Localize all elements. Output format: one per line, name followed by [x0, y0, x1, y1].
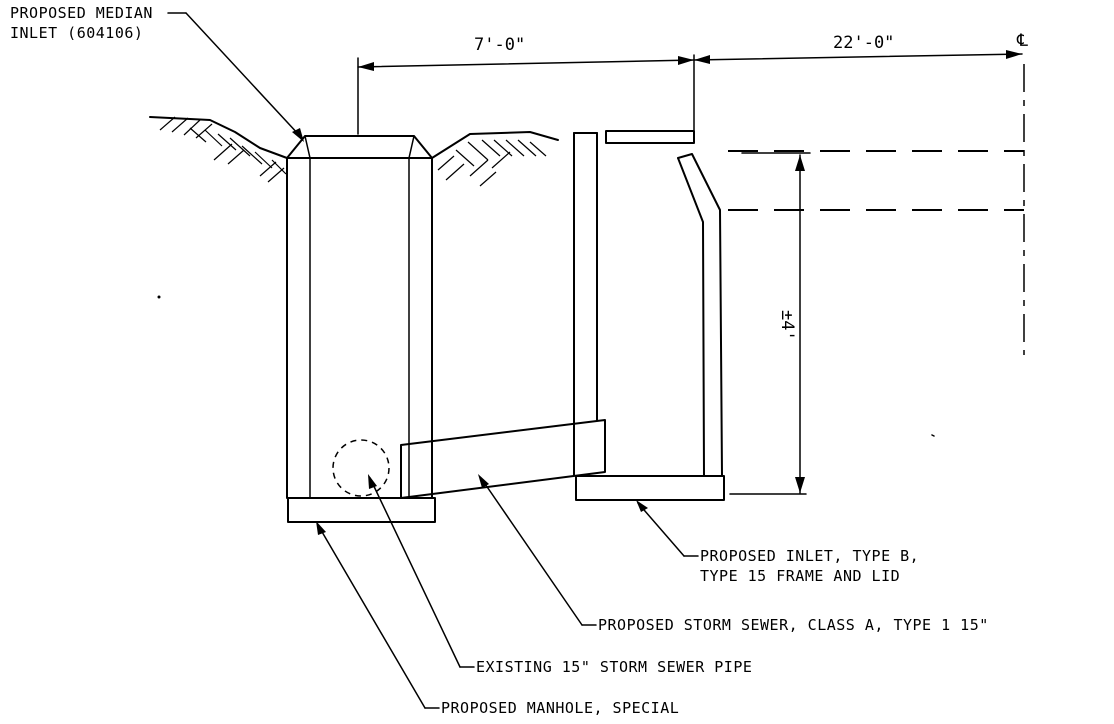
pavement-dashed-lines [728, 150, 1024, 211]
frame-and-lid [605, 130, 695, 144]
soil-right [431, 131, 559, 187]
dimension-label-22ft: 22'-0" [833, 33, 894, 53]
manhole-base-slab [287, 497, 436, 523]
median-inlet-label-1: PROPOSED MEDIAN [10, 4, 153, 22]
dimension-depth: ±4' [729, 152, 811, 495]
soil-left [149, 116, 288, 183]
stray-tick [931, 434, 935, 437]
callout-median-inlet: PROPOSED MEDIAN INLET (604106) [10, 4, 304, 142]
centerline: ℄ [1016, 31, 1028, 355]
callout-storm-sewer: PROPOSED STORM SEWER, CLASS A, TYPE 1 15… [478, 474, 989, 634]
callout-inlet-type-b: PROPOSED INLET, TYPE B, TYPE 15 FRAME AN… [636, 500, 919, 585]
dimension-22ft: 22'-0" [693, 33, 1023, 64]
manhole-label: PROPOSED MANHOLE, SPECIAL [441, 699, 679, 717]
dimension-7ft: 7'-0" [357, 35, 695, 135]
median-inlet-label-2: INLET (604106) [10, 24, 143, 42]
callout-manhole: PROPOSED MANHOLE, SPECIAL [316, 521, 679, 717]
dimension-label-depth: ±4' [777, 310, 797, 341]
centerline-symbol: ℄ [1016, 31, 1028, 51]
dimension-label-7ft: 7'-0" [474, 35, 525, 55]
storm-sewer-pipe [400, 419, 606, 499]
storm-sewer-label: PROPOSED STORM SEWER, CLASS A, TYPE 1 15… [598, 616, 989, 634]
inlet-type-b-label-1: PROPOSED INLET, TYPE B, [700, 547, 919, 565]
existing-pipe-label: EXISTING 15" STORM SEWER PIPE [476, 658, 752, 676]
stray-dot [157, 295, 161, 299]
callout-existing-pipe: EXISTING 15" STORM SEWER PIPE [368, 474, 752, 676]
inlet-type-b-label-2: TYPE 15 FRAME AND LID [700, 567, 900, 585]
existing-pipe-circle [332, 439, 390, 497]
inlet-base-slab [575, 475, 725, 501]
median-inlet-structure [286, 135, 436, 523]
inlet-type-b-structure [573, 130, 725, 501]
